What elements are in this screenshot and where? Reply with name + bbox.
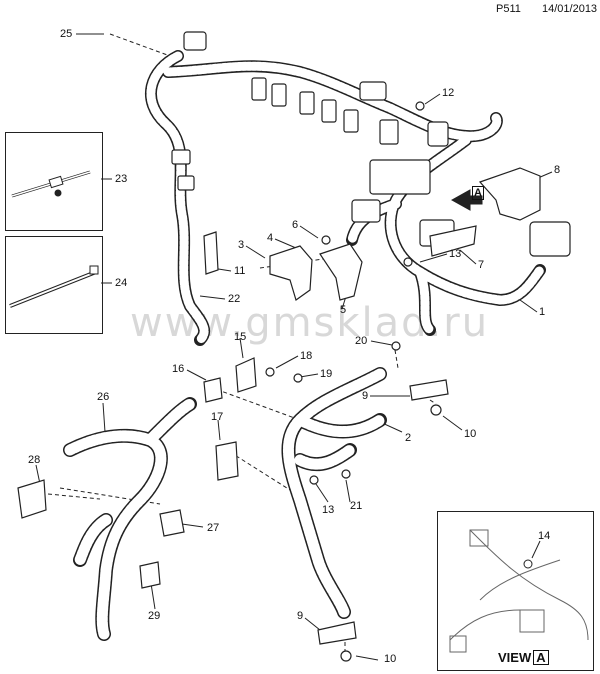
callout-1: 1 bbox=[539, 306, 546, 318]
callout-3: 3 bbox=[238, 239, 245, 251]
callout-22: 22 bbox=[228, 293, 241, 305]
brackets-lower bbox=[17, 341, 449, 662]
callout-23: 23 bbox=[115, 173, 128, 185]
callout-12: 12 bbox=[442, 87, 455, 99]
callout-10-upper: 10 bbox=[464, 428, 477, 440]
callout-26: 26 bbox=[97, 391, 110, 403]
callout-18: 18 bbox=[300, 350, 313, 362]
callout-15: 15 bbox=[234, 331, 247, 343]
callout-21: 21 bbox=[350, 500, 363, 512]
cable-tie-clip-23 bbox=[11, 170, 91, 198]
page-reference: P511 bbox=[496, 3, 521, 15]
view-a-arrow-letter: A bbox=[472, 186, 484, 200]
callout-11: 11 bbox=[234, 265, 246, 277]
callout-17: 17 bbox=[211, 411, 224, 423]
callout-4: 4 bbox=[267, 232, 274, 244]
callout-5: 5 bbox=[340, 304, 347, 316]
callout-14: 14 bbox=[538, 530, 551, 542]
view-a-letter: A bbox=[533, 650, 549, 665]
callout-10-lower: 10 bbox=[384, 653, 397, 665]
callout-6: 6 bbox=[292, 219, 299, 231]
callout-24: 24 bbox=[115, 277, 128, 289]
callout-27: 27 bbox=[207, 522, 220, 534]
lower-harness-2 bbox=[281, 367, 387, 619]
view-a-arrow bbox=[450, 189, 483, 211]
callout-2: 2 bbox=[405, 432, 412, 444]
inset-view-a bbox=[437, 511, 594, 671]
callout-29: 29 bbox=[148, 610, 161, 622]
cable-strap-24 bbox=[9, 265, 99, 308]
callout-25: 25 bbox=[60, 28, 73, 40]
callout-9-upper: 9 bbox=[362, 390, 369, 402]
upper-harness-1 bbox=[144, 31, 571, 346]
brackets-upper bbox=[203, 101, 541, 301]
callout-7: 7 bbox=[478, 259, 485, 271]
callout-28: 28 bbox=[28, 454, 41, 466]
view-a-word: VIEW bbox=[498, 650, 532, 665]
callout-8: 8 bbox=[554, 164, 561, 176]
callout-19: 19 bbox=[320, 368, 333, 380]
page-date: 14/01/2013 bbox=[542, 3, 598, 15]
callout-9-lower: 9 bbox=[297, 610, 304, 622]
leader-lines bbox=[35, 33, 553, 661]
callout-20: 20 bbox=[355, 335, 368, 347]
view-a-detail bbox=[449, 529, 589, 653]
inset-strap-24 bbox=[5, 236, 103, 334]
callout-16: 16 bbox=[172, 363, 185, 375]
callout-13-upper: 13 bbox=[449, 248, 462, 260]
callout-13-lower: 13 bbox=[322, 504, 335, 516]
battery-harness-26 bbox=[63, 397, 197, 641]
